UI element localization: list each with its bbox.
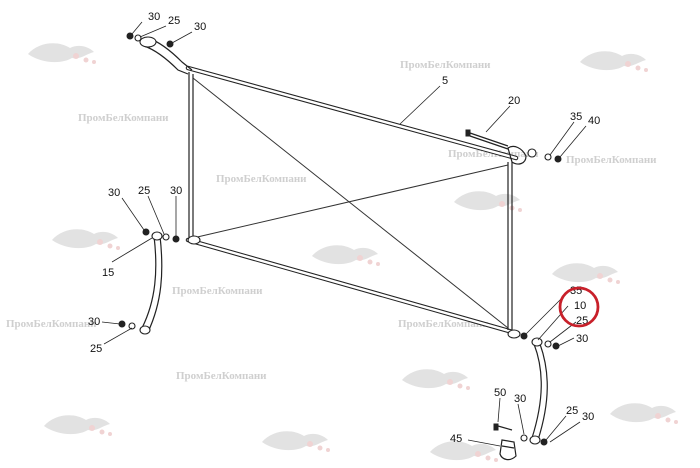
callout-label: 50 — [494, 387, 506, 399]
callout-label: 25 — [138, 185, 150, 197]
watermark-text: ПромБелКомпани — [400, 59, 491, 71]
hardware-top-left — [126, 32, 174, 48]
callout-label: 35 — [570, 111, 582, 123]
callout-label: 15 — [102, 267, 114, 279]
callout-label: 25 — [168, 15, 180, 27]
watermark-text: ПромБелКомпани — [176, 370, 267, 382]
callout-label: 30 — [576, 333, 588, 345]
watermark-text: ПромБелКомпани — [78, 112, 169, 124]
leader-lines — [101, 21, 587, 447]
watermark-logo — [28, 43, 678, 462]
watermark-text: ПромБелКомпани — [6, 318, 97, 330]
callout-labels: 30 25 30 5 20 35 40 30 25 30 15 30 25 35… — [88, 11, 600, 445]
callout-label: 30 — [582, 411, 594, 423]
callout-label: 10 — [574, 300, 586, 312]
watermark-text: ПромБелКомпани — [172, 285, 263, 297]
callout-label: 30 — [88, 316, 100, 328]
callout-label: 30 — [514, 393, 526, 405]
foot-part-45 — [493, 423, 517, 461]
rack-frame — [139, 36, 527, 339]
callout-label: 30 — [170, 185, 182, 197]
watermark-text: ПромБелКомпани — [216, 173, 307, 185]
leg-part-15 — [118, 228, 180, 335]
callout-label: 30 — [108, 187, 120, 199]
hardware-top-right — [527, 148, 562, 163]
callout-label: 20 — [508, 95, 520, 107]
callout-label: 5 — [442, 75, 448, 87]
leg-part-10 — [520, 332, 560, 446]
callout-label: 25 — [566, 405, 578, 417]
highlight-circle — [558, 286, 600, 328]
pin-part-20 — [465, 129, 509, 150]
callout-label: 45 — [450, 433, 462, 445]
callout-label: 30 — [148, 11, 160, 23]
callout-label: 25 — [90, 343, 102, 355]
callout-label: 30 — [194, 21, 206, 33]
watermark-text: ПромБелКомпани — [566, 154, 657, 166]
callout-label: 40 — [588, 115, 600, 127]
